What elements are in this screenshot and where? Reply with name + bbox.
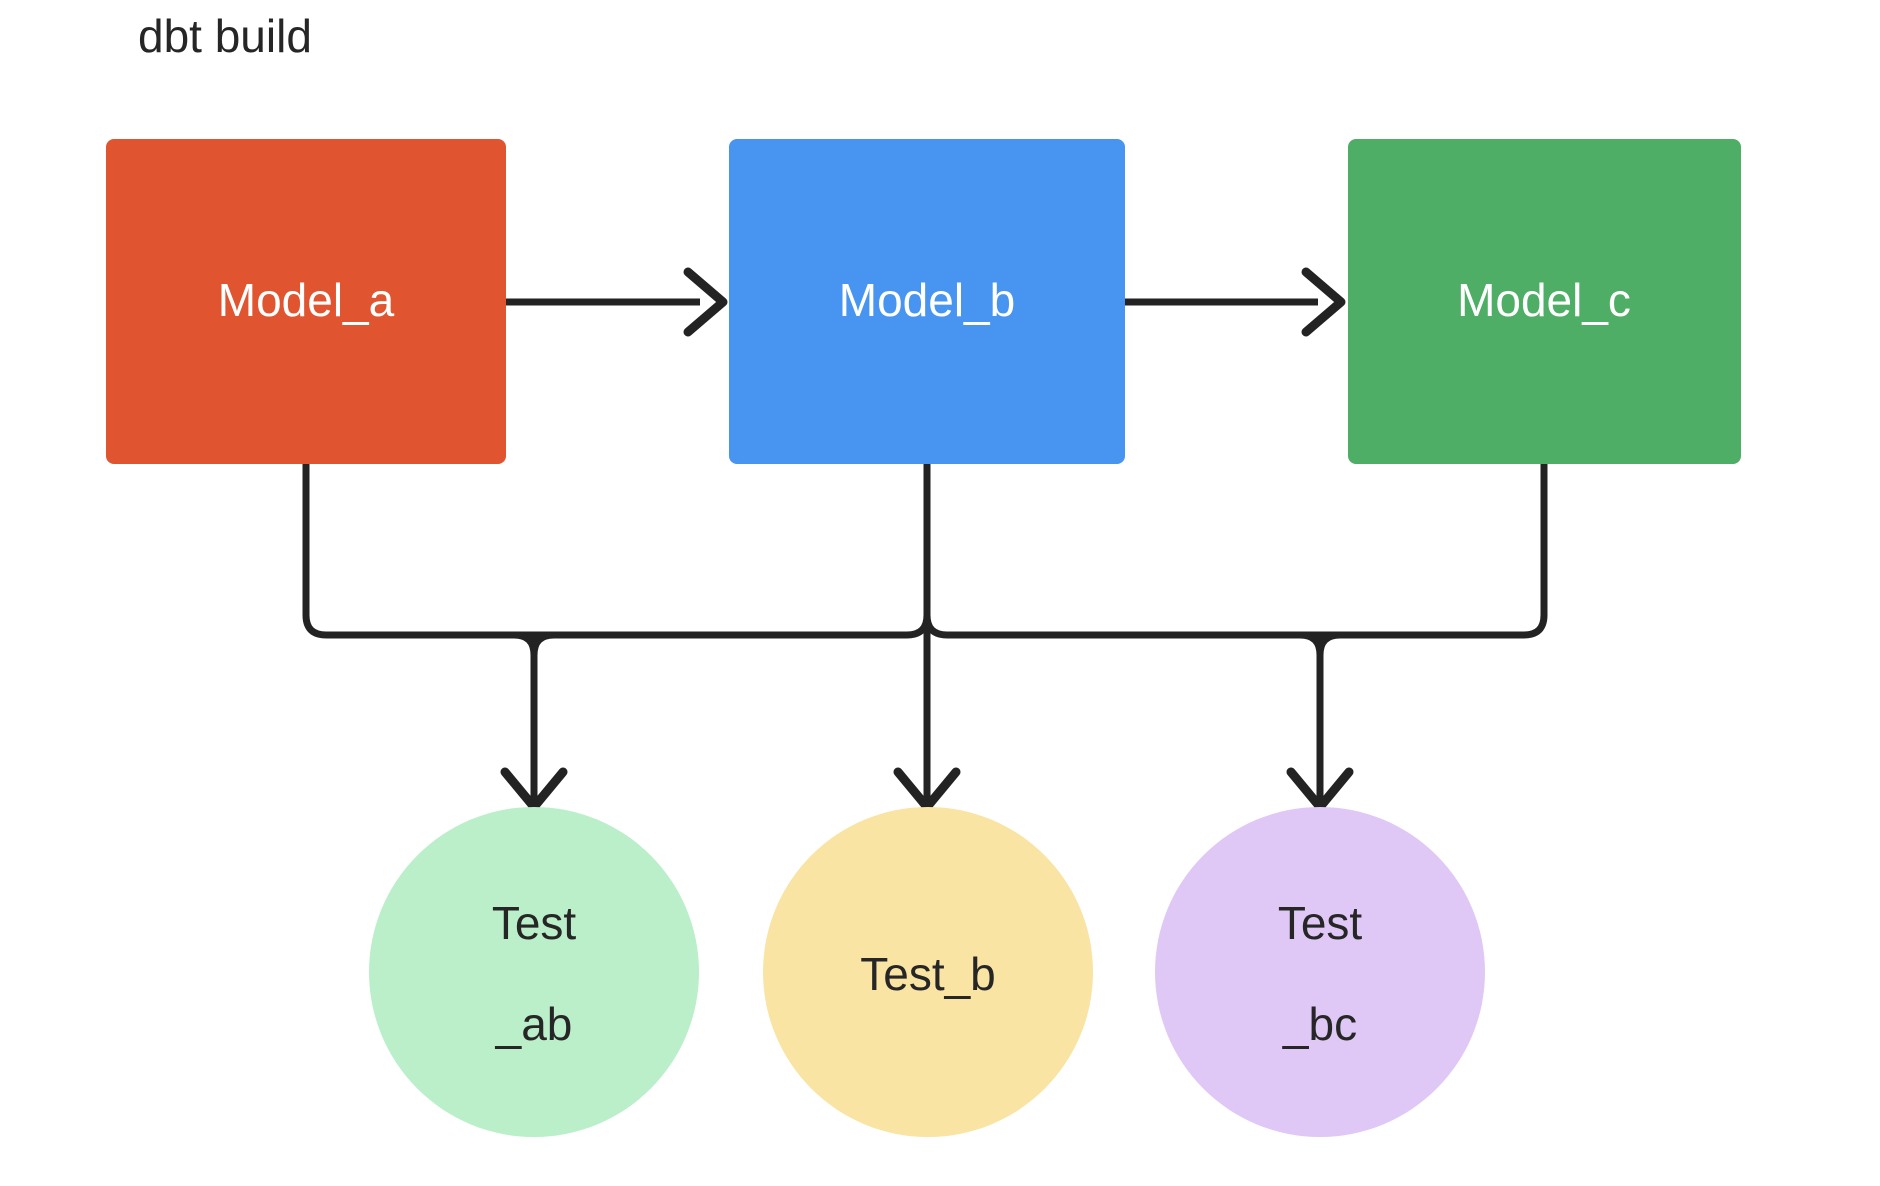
test-ab-label-line-2: _ab [495,998,573,1050]
test-bc-circle[interactable] [1155,807,1485,1137]
arrowhead-model-c-in [1301,267,1346,337]
edge-fillet-test-bc-right [1316,631,1341,656]
test-bc-label-line-2: _bc [1282,998,1357,1050]
test-b-label-line-1: Test_b [860,948,996,1000]
edge-layer [302,267,1548,812]
test-bc-label-line-1: Test [1278,897,1363,949]
arrowhead-test-b-in [893,767,961,812]
edge-model-c-to-bus [1320,464,1548,639]
model-b-label: Model_b [839,274,1015,326]
model-a-label: Model_a [218,274,395,326]
model-node-model-b[interactable]: Model_b [729,139,1125,464]
model-node-model-a[interactable]: Model_a [106,139,506,464]
model-c-box[interactable] [1348,139,1741,464]
model-b-box[interactable] [729,139,1125,464]
model-a-box[interactable] [106,139,506,464]
test-b-circle[interactable] [763,807,1093,1137]
arrowhead-model-b-in [683,267,728,337]
edge-model-a-to-bus [302,464,534,639]
test-node-test-b[interactable]: Test_b [763,807,1093,1137]
test-node-test-bc[interactable]: Test _bc [1155,807,1485,1137]
test-ab-circle[interactable] [369,807,699,1137]
model-c-label: Model_c [1457,274,1631,326]
test-ab-label-line-1: Test [492,897,577,949]
page-title: dbt build [138,10,312,62]
test-node-test-ab[interactable]: Test _ab [369,807,699,1137]
model-node-model-c[interactable]: Model_c [1348,139,1741,464]
edge-bus-fillet-right [923,614,948,639]
edge-fillet-test-ab-right [530,631,555,656]
